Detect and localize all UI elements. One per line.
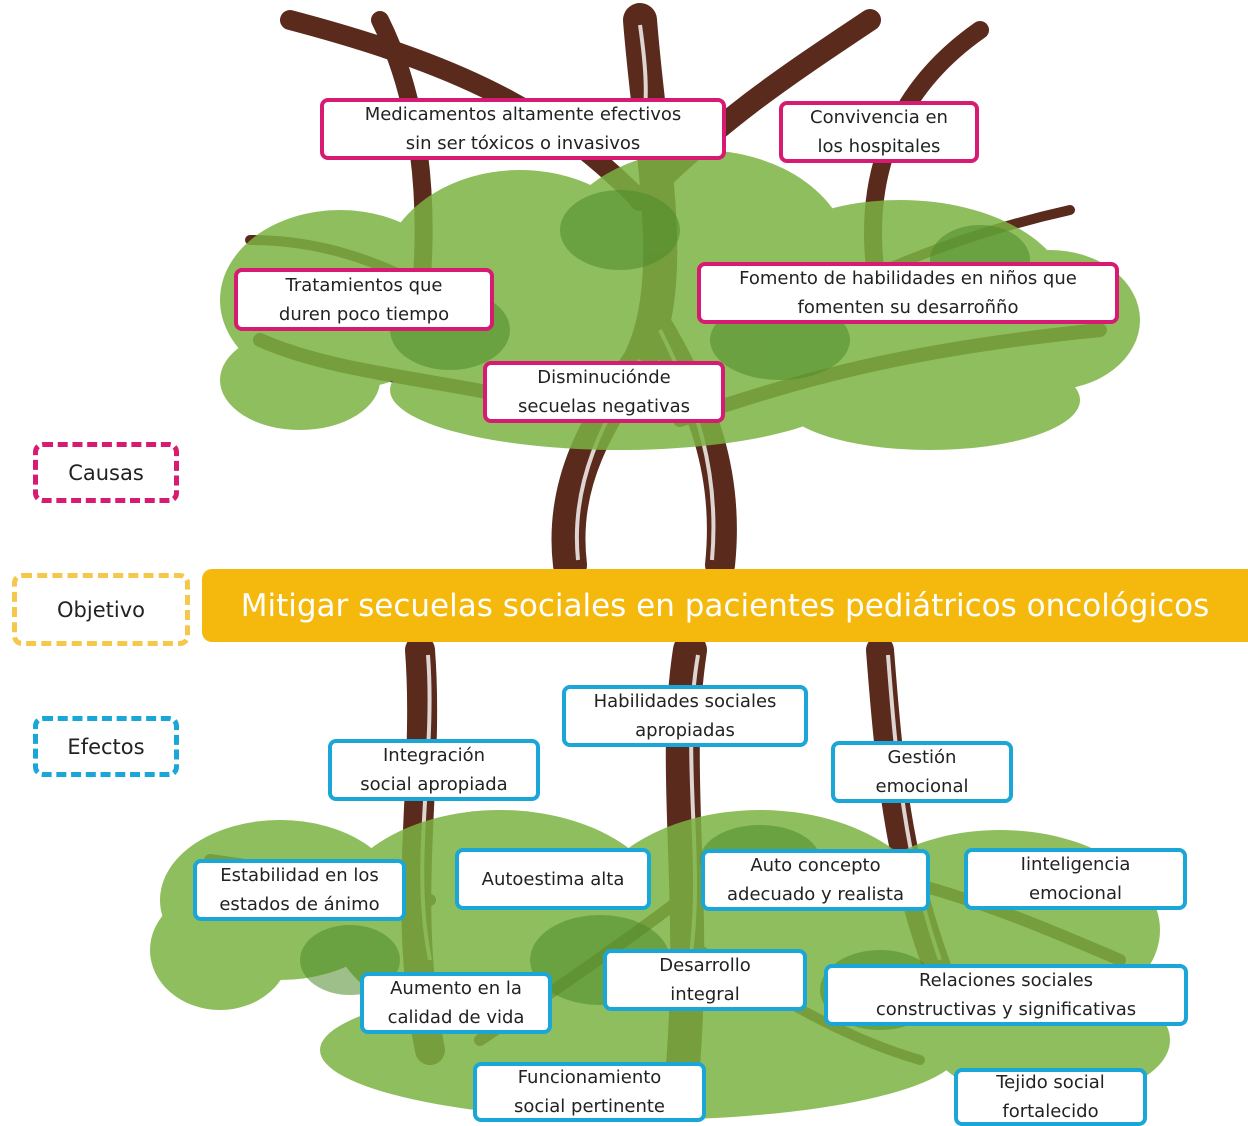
effect-box: Tejido social fortalecido (954, 1068, 1147, 1126)
cause-line: los hospitales (817, 136, 941, 157)
effect-box: Aumento en la calidad de vida (360, 972, 552, 1034)
cause-line: duren poco tiempo (278, 303, 450, 325)
effect-line: Tejido social (996, 1072, 1105, 1093)
effect-box: Auto concepto adecuado y realista (701, 849, 930, 911)
effect-box: Relaciones sociales constructivas y signi… (824, 964, 1188, 1026)
effect-line: integral (670, 984, 740, 1005)
effect-box: Desarrollo integral (603, 949, 807, 1011)
cause-line: Disminuciónde (537, 367, 671, 388)
effect-line: Relaciones sociales (918, 970, 1094, 991)
legend-effects: Efectos (33, 716, 179, 777)
effect-line: Gestión (887, 747, 957, 768)
cause-line: Convivencia en (810, 107, 948, 128)
effect-line: estados de ánimo (219, 894, 380, 915)
cause-line: sin ser tóxicos o invasivos (405, 133, 641, 154)
effect-line: Habilidades sociales (593, 691, 777, 712)
effect-line: social pertinente (513, 1096, 666, 1117)
cause-line: Tratamientos que (285, 274, 443, 296)
effect-line: calidad de vida (387, 1007, 525, 1028)
effect-box: Funcionamiento social pertinente (473, 1062, 706, 1122)
effect-line: fortalecido (1002, 1101, 1099, 1122)
effect-box: Iinteligencia emocional (964, 848, 1187, 910)
cause-box: Medicamentos altamente efectivos sin ser … (320, 98, 726, 160)
effect-line: Autoestima alta (481, 868, 625, 890)
effect-line: emocional (1029, 883, 1122, 904)
cause-line: Medicamentos altamente efectivos (364, 104, 682, 125)
cause-line: fomenten su desarroñño (797, 297, 1019, 318)
effect-line: Desarrollo (659, 955, 751, 976)
effect-line: Auto concepto (750, 855, 881, 876)
cause-box: Convivencia en los hospitales (779, 101, 979, 163)
objective-text: Mitigar secuelas sociales en pacientes p… (240, 587, 1210, 624)
legend-causes-label: Causas (68, 460, 144, 485)
cause-box: Tratamientos que duren poco tiempo (234, 268, 494, 331)
effect-line: Iinteligencia (1020, 854, 1131, 875)
effect-line: apropiadas (635, 720, 735, 741)
cause-box: Fomento de habilidades en niños que fomen… (697, 262, 1119, 324)
effect-box: Autoestima alta (455, 848, 651, 910)
legend-effects-label: Efectos (67, 734, 145, 759)
effect-box: Gestión emocional (831, 741, 1013, 803)
effect-line: Aumento en la (390, 978, 522, 999)
legend-causes: Causas (33, 442, 179, 503)
cause-box: Disminuciónde secuelas negativas (483, 361, 725, 423)
effect-line: Integración (382, 745, 486, 766)
effect-line: Estabilidad en los (220, 865, 379, 886)
legend-objective: Objetivo (12, 573, 190, 646)
effect-box: Integración social apropiada (328, 739, 540, 801)
effect-line: adecuado y realista (727, 884, 904, 905)
effect-line: social apropiada (360, 774, 508, 795)
objective-banner: Mitigar secuelas sociales en pacientes p… (202, 569, 1248, 642)
effect-line: emocional (875, 776, 969, 797)
effect-line: constructivas y significativas (875, 999, 1137, 1020)
cause-line: Fomento de habilidades en niños que (739, 268, 1077, 289)
effect-line: Funcionamiento (517, 1067, 662, 1088)
effect-box: Habilidades sociales apropiadas (562, 685, 808, 747)
legend-objective-label: Objetivo (57, 597, 145, 622)
cause-line: secuelas negativas (517, 396, 691, 417)
effect-box: Estabilidad en los estados de ánimo (193, 859, 406, 921)
